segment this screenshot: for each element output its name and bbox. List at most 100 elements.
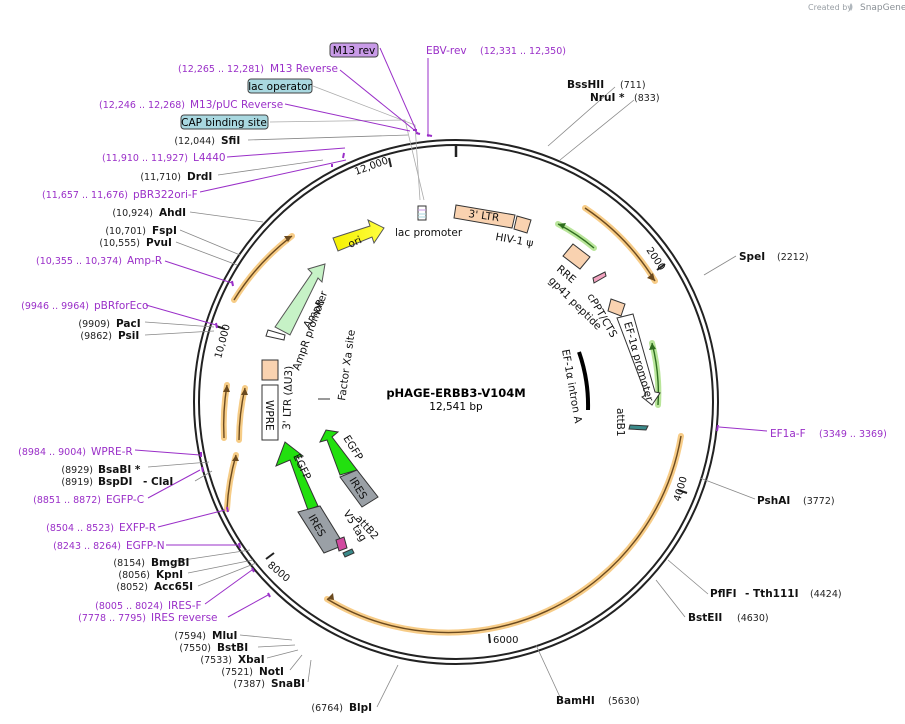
enzyme-tth111i: - Tth111I bbox=[745, 588, 799, 600]
three-prime-ltr-box bbox=[453, 204, 516, 229]
attb1-box bbox=[628, 424, 649, 431]
label-ltr-du3: 3' LTR (ΔU3) bbox=[281, 366, 295, 430]
primer-ef1a-f: EF1a-F bbox=[770, 428, 806, 440]
enzyme-pflfi: PflFI bbox=[710, 588, 737, 600]
enzyme-blpi-pos: (6764) bbox=[311, 703, 343, 714]
enzyme-pflfi-pos: (4424) bbox=[810, 589, 842, 600]
ef1a-promoter-arrow bbox=[616, 313, 661, 406]
enzyme-bsshii-pos: (711) bbox=[620, 80, 646, 91]
enzyme-psii-pos: (9862) bbox=[80, 331, 112, 342]
enzyme-bmgbi-pos: (8154) bbox=[113, 558, 145, 569]
boxed-labels: M13 rev lac operator CAP binding site bbox=[180, 42, 379, 130]
tick-6000: 6000 bbox=[493, 635, 518, 646]
egfp-arrow-inner bbox=[319, 429, 358, 476]
primer-amp-r-pos: (10,355 .. 10,374) bbox=[36, 256, 122, 267]
label-3ltr: 3' LTR bbox=[468, 208, 500, 224]
cppt-box bbox=[607, 298, 626, 317]
primer-ires-f-pos: (8005 .. 8024) bbox=[95, 601, 163, 612]
primer-ebv-rev-pos: (12,331 .. 12,350) bbox=[480, 46, 566, 57]
ltr-du3-box bbox=[261, 359, 279, 381]
scale-ticks bbox=[215, 157, 688, 644]
primer-m13-reverse-pos: (12,265 .. 12,281) bbox=[178, 64, 264, 75]
enzyme-fspi-pos: (10,701) bbox=[105, 226, 146, 237]
enzyme-acc65i-pos: (8052) bbox=[116, 582, 148, 593]
tick-10000: 10,000 bbox=[213, 323, 233, 360]
enzyme-bsabi-pos: (8929) bbox=[61, 465, 93, 476]
enzyme-drdi: DrdI bbox=[187, 171, 212, 183]
enzyme-noti-pos: (7521) bbox=[221, 667, 253, 678]
enzyme-noti: NotI bbox=[259, 666, 284, 678]
features-layer bbox=[261, 204, 661, 558]
tick-8000: 8000 bbox=[265, 560, 292, 585]
enzyme-snabi: SnaBI bbox=[271, 678, 305, 690]
enzyme-bspdi-pos: (8919) bbox=[61, 477, 93, 488]
boxed-lac-operator: lac operator bbox=[248, 81, 312, 93]
feature-labels: lac promoter 3' LTR HIV-1 ψ RRE gp41 pep… bbox=[263, 208, 655, 544]
enzyme-bstbi: BstBI bbox=[217, 642, 248, 654]
enzyme-kpni-pos: (8056) bbox=[118, 570, 150, 581]
feature-leaders bbox=[269, 85, 425, 201]
enzyme-bsabi: BsaBI * bbox=[98, 464, 141, 476]
enzyme-clai: - ClaI bbox=[143, 476, 173, 488]
enzyme-drdi-pos: (11,710) bbox=[140, 172, 181, 183]
lac-promoter-arrow bbox=[417, 205, 427, 221]
primer-pbrforeco: pBRforEco bbox=[94, 300, 148, 312]
label-ori: ori bbox=[346, 234, 363, 251]
primer-egfp-n: EGFP-N bbox=[126, 540, 165, 552]
primer-pbr322ori: pBR322ori-F bbox=[133, 189, 198, 201]
primer-wpre-r: WPRE-R bbox=[91, 446, 133, 458]
primer-amp-r: Amp-R bbox=[127, 255, 162, 267]
enzyme-kpni: KpnI bbox=[156, 569, 183, 581]
box-m13-rev bbox=[329, 42, 379, 58]
label-wpre: WPRE bbox=[263, 400, 275, 431]
primer-ires-reverse: IRES reverse bbox=[151, 612, 218, 624]
label-factor-xa: Factor Xa site bbox=[336, 329, 358, 401]
enzyme-ahdi-pos: (10,924) bbox=[112, 208, 153, 219]
enzyme-pvui: PvuI bbox=[146, 237, 172, 249]
enzyme-bmgbi: BmgBI bbox=[151, 557, 189, 569]
primer-m13puc-reverse: M13/pUC Reverse bbox=[190, 99, 283, 111]
v5-tag-box bbox=[335, 536, 348, 552]
label-lac-promoter: lac promoter bbox=[395, 227, 463, 239]
label-attb1: attB1 bbox=[614, 408, 626, 437]
enzyme-blpi: BlpI bbox=[349, 702, 372, 714]
enzyme-pshai: PshAI bbox=[757, 495, 790, 507]
primer-labels: EBV-rev (12,331 .. 12,350) (12,265 .. 12… bbox=[18, 45, 887, 624]
plasmid-name: pHAGE-ERBB3-V104M bbox=[386, 386, 525, 400]
primer-ires-reverse-pos: (7778 .. 7795) bbox=[78, 613, 146, 624]
enzyme-xbai: XbaI bbox=[238, 654, 265, 666]
primer-pbrforeco-pos: (9946 .. 9964) bbox=[21, 301, 89, 312]
enzyme-acc65i: Acc65I bbox=[154, 581, 193, 593]
enzyme-bamhi-pos: (5630) bbox=[608, 696, 640, 707]
enzyme-bsteii-pos: (4630) bbox=[737, 613, 769, 624]
gp41-peptide-box bbox=[592, 271, 607, 284]
enzyme-mlui: MluI bbox=[212, 630, 237, 642]
primer-l4440-pos: (11,910 .. 11,927) bbox=[102, 153, 188, 164]
enzyme-fspi: FspI bbox=[152, 225, 177, 237]
ori-arrow bbox=[332, 219, 385, 252]
primer-exfp-r: EXFP-R bbox=[119, 522, 156, 534]
leader-lines bbox=[144, 86, 756, 708]
primer-m13puc-reverse-pos: (12,246 .. 12,268) bbox=[99, 100, 185, 111]
enzyme-mlui-pos: (7594) bbox=[174, 631, 206, 642]
enzyme-pshai-pos: (3772) bbox=[803, 496, 835, 507]
box-cap-site bbox=[180, 114, 269, 130]
enzyme-sfii: SfiI bbox=[221, 135, 240, 147]
credit-prefix: Created by bbox=[808, 3, 852, 12]
hiv-psi-box bbox=[513, 215, 532, 234]
primer-l4440: L4440 bbox=[193, 152, 226, 164]
snapgene-logo-icon bbox=[849, 3, 853, 11]
primer-pbr322ori-pos: (11,657 .. 11,676) bbox=[42, 190, 128, 201]
primer-egfp-n-pos: (8243 .. 8264) bbox=[53, 541, 121, 552]
backbone-outer-strand bbox=[193, 139, 719, 665]
primer-wpre-r-pos: (8984 .. 9004) bbox=[18, 447, 86, 458]
rre-box bbox=[562, 243, 591, 270]
enzyme-xbai-pos: (7533) bbox=[200, 655, 232, 666]
boxed-m13-rev: M13 rev bbox=[333, 45, 376, 57]
enzyme-labels: BssHII (711) NruI * (833) SpeI (2212) Ps… bbox=[61, 79, 841, 714]
box-lac-operator bbox=[247, 78, 313, 94]
enzyme-bspdi: BspDI bbox=[98, 476, 132, 488]
enzyme-bamhi: BamHI bbox=[556, 695, 595, 707]
boxed-cap-site: CAP binding site bbox=[181, 117, 267, 129]
